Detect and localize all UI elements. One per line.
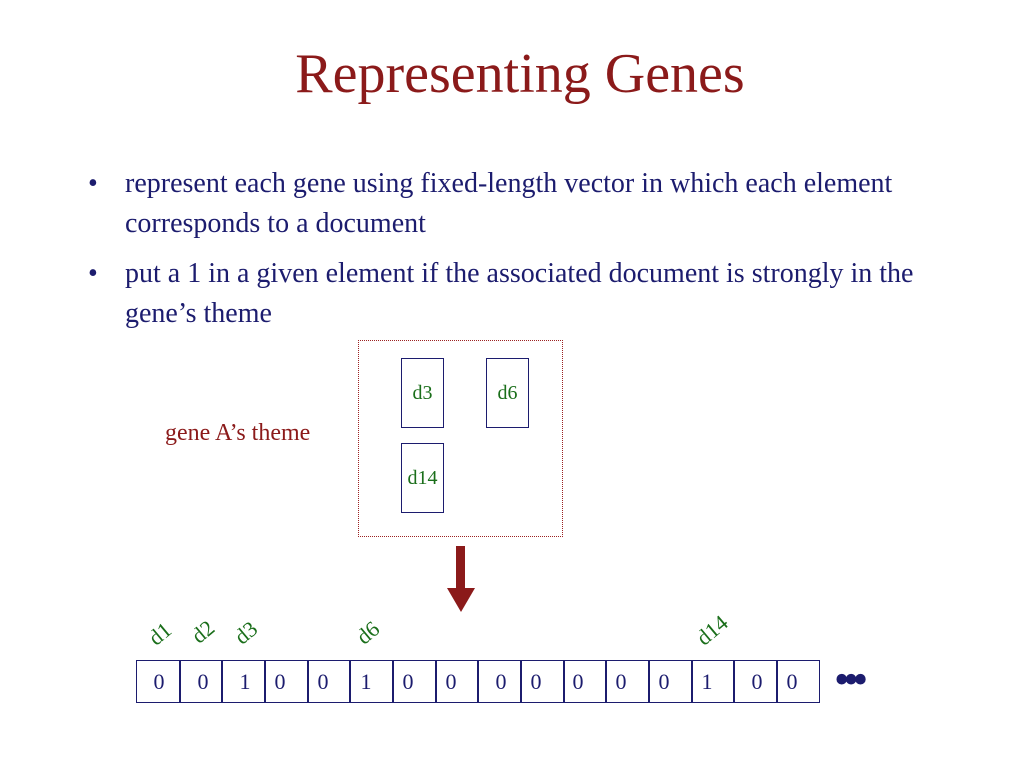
theme-doc-d6: d6 xyxy=(486,358,529,428)
vector-value: 0 xyxy=(402,669,414,694)
theme-box: d3 d6 d14 xyxy=(358,340,563,537)
vector-value: 0 xyxy=(751,669,763,694)
vector-value: 0 xyxy=(153,669,165,694)
cell-divider xyxy=(349,661,351,702)
cell-divider xyxy=(691,661,693,702)
vector-value: 0 xyxy=(530,669,542,694)
theme-doc-d14: d14 xyxy=(401,443,444,513)
theme-label: gene A’s theme xyxy=(165,420,311,446)
vector-value: 0 xyxy=(317,669,329,694)
bullet-text: represent each gene using fixed-length v… xyxy=(125,168,893,239)
theme-doc-d3: d3 xyxy=(401,358,444,428)
vector-label-d6: d6 xyxy=(351,615,385,650)
vector-value: 0 xyxy=(786,669,798,694)
bullet-item: • represent each gene using fixed-length… xyxy=(88,164,918,244)
vector-value: 0 xyxy=(274,669,286,694)
vector-value: 1 xyxy=(701,669,713,694)
cell-divider xyxy=(733,661,735,702)
vector-label-d2: d2 xyxy=(186,614,220,649)
cell-divider xyxy=(520,661,522,702)
bullet-icon: • xyxy=(88,168,98,199)
cell-divider xyxy=(563,661,565,702)
bullet-item: • put a 1 in a given element if the asso… xyxy=(88,254,918,334)
cell-divider xyxy=(179,661,181,702)
bullet-text: put a 1 in a given element if the associ… xyxy=(125,258,914,329)
cell-divider xyxy=(392,661,394,702)
ellipsis-icon: ••• xyxy=(834,655,868,704)
cell-divider xyxy=(435,661,437,702)
cell-divider xyxy=(605,661,607,702)
vector-value: 0 xyxy=(197,669,209,694)
down-arrow-icon xyxy=(447,546,475,612)
vector-value: 0 xyxy=(495,669,507,694)
cell-divider xyxy=(648,661,650,702)
vector-label-d14: d14 xyxy=(691,609,733,651)
vector-value: 0 xyxy=(615,669,627,694)
cell-divider xyxy=(776,661,778,702)
cell-divider xyxy=(477,661,479,702)
vector-value: 1 xyxy=(360,669,372,694)
vector-label-d3: d3 xyxy=(229,615,263,650)
vector-value: 0 xyxy=(658,669,670,694)
vector-value: 0 xyxy=(572,669,584,694)
vector-value: 0 xyxy=(445,669,457,694)
cell-divider xyxy=(307,661,309,702)
vector-label-d1: d1 xyxy=(143,616,177,651)
cell-divider xyxy=(264,661,266,702)
bullet-icon: • xyxy=(88,258,98,289)
slide-title: Representing Genes xyxy=(295,43,745,105)
cell-divider xyxy=(221,661,223,702)
vector-value: 1 xyxy=(239,669,251,694)
bullet-list: • represent each gene using fixed-length… xyxy=(88,164,918,344)
gene-vector: 0 0 1 0 0 1 0 0 0 0 0 0 0 1 0 0 xyxy=(136,660,820,703)
